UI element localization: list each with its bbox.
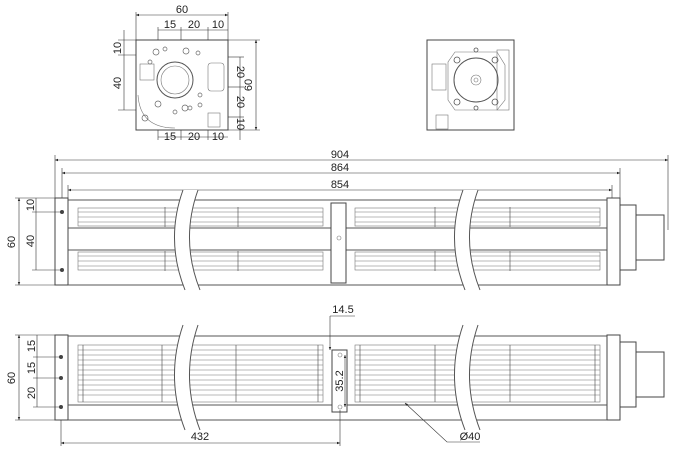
dim-bot-15: 15 [164, 131, 176, 143]
dim-right-10: 10 [234, 118, 246, 130]
dim-bot-10: 10 [212, 131, 224, 143]
top-view: 904 864 854 60 10 40 [6, 149, 669, 291]
dim-right-20b: 20 [234, 96, 246, 108]
dim-14-5: 14.5 [332, 304, 353, 316]
dim-top-10: 10 [212, 19, 224, 31]
dim-top-15: 15 [164, 19, 176, 31]
dim-overall-904: 904 [331, 149, 349, 161]
dim-864: 864 [331, 162, 349, 174]
dim-432: 432 [191, 431, 209, 443]
dim-15b: 15 [26, 362, 38, 374]
side-view: 60 15 15 20 14.5 35.2 432 Ø40 [6, 304, 665, 446]
dim-right-20a: 20 [234, 66, 246, 78]
dim-35-2: 35.2 [334, 370, 346, 391]
dim-15a: 15 [26, 340, 38, 352]
dim-bot-20: 20 [188, 131, 200, 143]
dim-height-60: 60 [6, 372, 18, 384]
front-end-view: 60 15 20 10 15 20 10 10 40 20 20 10 60 [112, 4, 260, 143]
dim-height-60: 60 [6, 236, 18, 248]
dim-854: 854 [331, 179, 349, 191]
dim-height: 60 [243, 79, 255, 91]
dim-20: 20 [26, 387, 38, 399]
dim-10: 10 [25, 199, 37, 211]
rear-end-view [426, 39, 515, 131]
dim-40: 40 [25, 235, 37, 247]
dim-diameter: Ø40 [460, 431, 481, 443]
dim-left-10: 10 [112, 42, 124, 54]
dim-left-40: 40 [112, 77, 124, 89]
dim-top-20: 20 [188, 19, 200, 31]
dim-width: 60 [176, 4, 188, 16]
